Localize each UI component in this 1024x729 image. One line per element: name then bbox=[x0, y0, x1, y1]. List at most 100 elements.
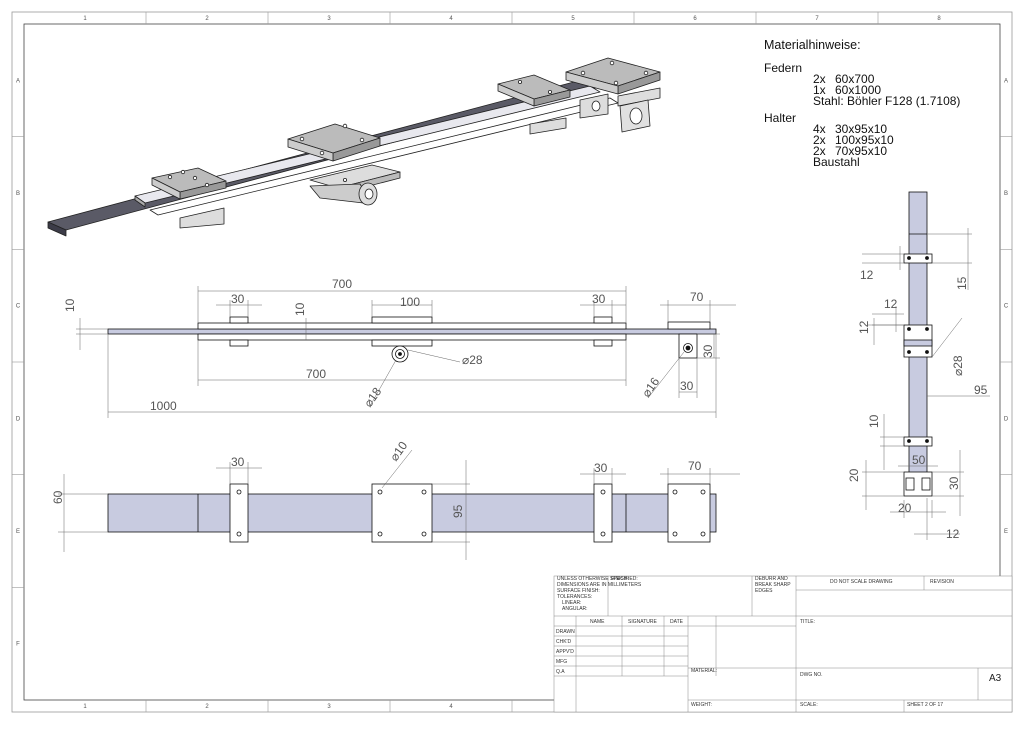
tb-do-not-scale: DO NOT SCALE DRAWING bbox=[830, 579, 893, 585]
dim-side-12-a: 12 bbox=[860, 268, 874, 282]
grid-column-label: 7 bbox=[815, 16, 819, 22]
grid-row-label: C bbox=[1004, 304, 1009, 310]
iso-spring-top bbox=[149, 97, 619, 216]
dim-top-70: 70 bbox=[688, 459, 702, 473]
grid-column-label: 4 bbox=[449, 704, 453, 710]
dim-side-95: 95 bbox=[974, 383, 988, 397]
springs-material: Stahl: Böhler F128 (1.7108) bbox=[813, 94, 961, 108]
side-holder-lower bbox=[903, 436, 933, 447]
dim-side-15: 15 bbox=[955, 276, 969, 290]
dim-front-10-left: 10 bbox=[63, 298, 77, 312]
tb-drawn: DRAWN bbox=[556, 629, 575, 635]
grid-column-label: 1 bbox=[83, 16, 87, 22]
grid-column-label: 3 bbox=[327, 16, 331, 22]
tb-mfg: MFG bbox=[556, 659, 567, 665]
dim-top-10: ⌀10 bbox=[387, 439, 410, 464]
side-view-dimensions bbox=[862, 228, 990, 540]
top-holder-left bbox=[229, 483, 249, 543]
grid-column-label: 1 bbox=[83, 704, 87, 710]
tb-finish: FINISH: bbox=[611, 576, 629, 582]
front-view bbox=[107, 316, 717, 363]
tb-size: A3 bbox=[989, 673, 1002, 684]
front-spring-bottom bbox=[197, 333, 627, 341]
top-view-dimensions bbox=[58, 449, 740, 560]
tb-edges: EDGES bbox=[755, 588, 773, 594]
top-view bbox=[107, 483, 717, 543]
side-holder-top bbox=[903, 253, 933, 264]
front-holder-left-top bbox=[229, 316, 249, 324]
tb-deburr: DEBURR AND bbox=[755, 576, 788, 582]
dim-top-60: 60 bbox=[51, 490, 65, 504]
isometric-view bbox=[47, 57, 661, 237]
dim-side-30: 30 bbox=[947, 476, 961, 490]
front-spring-top bbox=[197, 322, 627, 330]
dim-side-12-b: 12 bbox=[884, 297, 898, 311]
front-view-dimensions bbox=[76, 286, 736, 418]
dim-front-30-vert: 30 bbox=[701, 344, 715, 358]
title-block-text: UNLESS OTHERWISE SPECIFIED: DIMENSIONS A… bbox=[556, 576, 1002, 708]
grid-row-label: D bbox=[1004, 416, 1009, 422]
grid-row-label: B bbox=[1004, 191, 1008, 197]
side-view-dimension-labels: 12 15 12 12 ⌀28 95 10 50 20 30 20 12 bbox=[847, 268, 988, 541]
tb-col-date: DATE bbox=[670, 619, 684, 625]
tb-weight: WEIGHT: bbox=[691, 702, 712, 708]
grid-row-label: F bbox=[16, 642, 20, 648]
front-holder-end bbox=[667, 321, 711, 330]
side-view bbox=[903, 191, 933, 497]
grid-column-label: 6 bbox=[693, 16, 697, 22]
holders-material: Baustahl bbox=[813, 155, 860, 169]
dim-front-30-left: 30 bbox=[231, 292, 245, 306]
tb-dwg-no: DWG NO. bbox=[800, 672, 823, 678]
top-holder-right bbox=[593, 483, 613, 543]
tb-unless: UNLESS OTHERWISE SPECIFIED: bbox=[557, 576, 638, 582]
tb-surface: SURFACE FINISH: bbox=[557, 588, 600, 594]
tb-chkd: CHK'D bbox=[556, 639, 572, 645]
grid-column-label: 5 bbox=[571, 16, 575, 22]
tb-revision: REVISION bbox=[930, 579, 954, 585]
tb-appvd: APPV'D bbox=[556, 649, 574, 655]
front-holder-right-top bbox=[593, 316, 613, 324]
dim-side-50: 50 bbox=[912, 453, 926, 467]
grid-row-label: E bbox=[1004, 529, 1008, 535]
dim-front-700-bottom: 700 bbox=[306, 367, 326, 381]
grid-column-label: 4 bbox=[449, 16, 453, 22]
notes-title: Materialhinweise: bbox=[764, 38, 861, 52]
dim-front-700-top: 700 bbox=[332, 277, 352, 291]
dim-side-20-bottom: 20 bbox=[898, 501, 912, 515]
tb-col-signature: SIGNATURE bbox=[628, 619, 657, 625]
tb-tolerances: TOLERANCES: bbox=[557, 594, 592, 600]
tb-col-name: NAME bbox=[590, 619, 605, 625]
dim-front-30-right: 30 bbox=[592, 292, 606, 306]
grid-column-label: 8 bbox=[937, 16, 941, 22]
dim-side-28: ⌀28 bbox=[951, 355, 965, 376]
grid-row-label: E bbox=[16, 529, 20, 535]
dim-top-30-right: 30 bbox=[594, 461, 608, 475]
tb-scale: SCALE: bbox=[800, 702, 818, 708]
tb-linear: LINEAR: bbox=[562, 600, 581, 606]
dim-front-18: ⌀18 bbox=[361, 385, 384, 410]
dim-front-70: 70 bbox=[690, 290, 704, 304]
grid-column-label: 2 bbox=[205, 16, 209, 22]
dim-front-10-mid: 10 bbox=[293, 302, 307, 316]
grid-row-label: A bbox=[1004, 78, 1008, 84]
grid-row-label: C bbox=[16, 304, 21, 310]
grid-row-label: D bbox=[16, 416, 21, 422]
top-holder-middle bbox=[371, 483, 433, 543]
tb-material: MATERIAL: bbox=[691, 668, 717, 674]
dim-front-100: 100 bbox=[400, 295, 420, 309]
tb-title: TITLE: bbox=[800, 619, 815, 625]
tb-dims-mm: DIMENSIONS ARE IN MILLIMETERS bbox=[557, 582, 642, 588]
front-spring-long bbox=[107, 328, 717, 335]
tb-qa: Q.A bbox=[556, 669, 565, 675]
dim-side-20-left: 20 bbox=[847, 468, 861, 482]
grid-row-label: B bbox=[16, 191, 20, 197]
title-block bbox=[553, 575, 1013, 713]
dim-front-30-bottom: 30 bbox=[680, 379, 694, 393]
dim-front-16: ⌀16 bbox=[639, 375, 662, 400]
dim-front-1000: 1000 bbox=[150, 399, 177, 413]
